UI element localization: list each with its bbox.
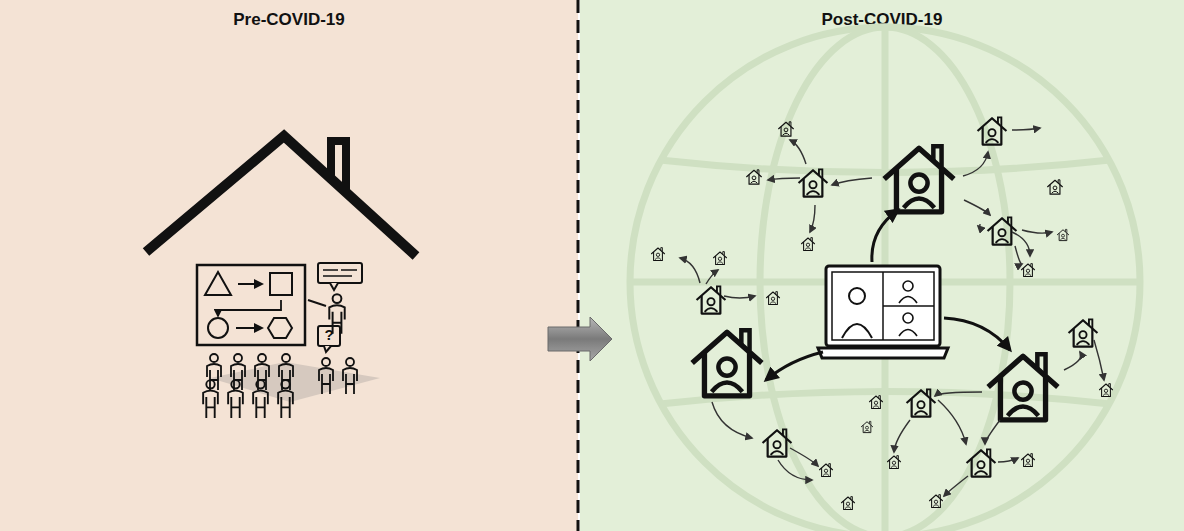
panel-heading: Post-COVID-19 bbox=[580, 10, 1184, 30]
transition-arrow bbox=[548, 317, 612, 361]
panel-band: Pre-COVID-19 bbox=[0, 0, 578, 531]
panel-heading: Pre-COVID-19 bbox=[0, 10, 578, 30]
divider-line bbox=[577, 0, 580, 531]
question-mark: ? bbox=[314, 326, 344, 343]
panel-band: Post-COVID-19 bbox=[580, 0, 1184, 531]
remote-network-illustration bbox=[630, 27, 1140, 531]
classroom-illustration bbox=[146, 136, 416, 418]
